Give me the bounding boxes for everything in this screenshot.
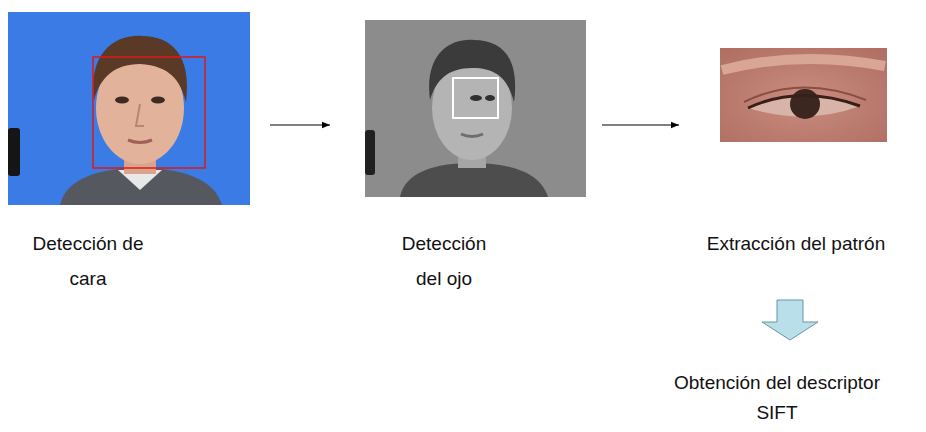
face-box — [93, 57, 205, 168]
skin — [720, 48, 887, 142]
sweater — [400, 163, 548, 197]
eye — [151, 97, 165, 104]
grey-photo — [365, 20, 586, 197]
brow-skin — [722, 59, 885, 70]
eye-box — [453, 78, 498, 118]
eye — [115, 97, 129, 104]
hair — [93, 36, 187, 102]
face-photo — [8, 12, 250, 205]
image-step: Detección del ojo — [365, 20, 586, 296]
step-caption: Detección de cara — [23, 226, 153, 296]
photo-background — [365, 20, 586, 197]
step-caption: Extracción del patrón — [681, 226, 911, 261]
block-arrow — [762, 300, 818, 340]
eye — [485, 95, 495, 101]
eye — [470, 95, 482, 101]
image-step: Extracción del patrón — [681, 48, 911, 261]
arrow-line — [270, 125, 330, 126]
step-caption: Obtención del descriptor SIFT — [657, 368, 897, 428]
dark-object — [365, 130, 375, 175]
flow-arrow — [270, 125, 330, 126]
photo-background — [8, 12, 250, 205]
flow-arrow — [762, 300, 818, 340]
lash-line — [748, 95, 860, 108]
step-caption: Detección del ojo — [394, 226, 494, 296]
hair — [429, 40, 515, 102]
iris — [790, 89, 820, 119]
flow-arrow — [602, 125, 679, 126]
eye-crop — [720, 48, 887, 142]
nose — [136, 104, 144, 126]
dark-object — [8, 128, 20, 176]
arrow-line — [602, 125, 679, 126]
mouth — [128, 140, 152, 143]
image-step: Detección de cara — [8, 12, 250, 296]
image-step: Obtención del descriptor SIFT — [657, 368, 897, 428]
mouth — [461, 134, 483, 137]
